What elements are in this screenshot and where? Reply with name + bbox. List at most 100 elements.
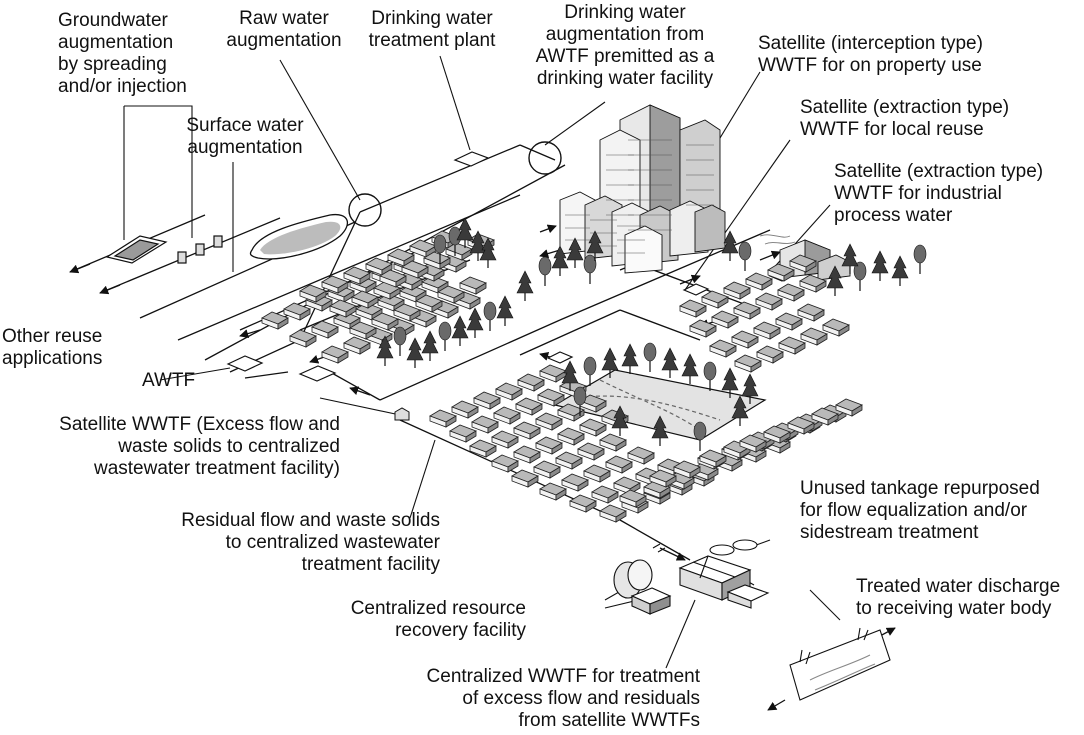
house-icon [778, 336, 806, 355]
house-icon [459, 276, 487, 295]
house-icon [429, 409, 457, 428]
label-groundwater-augmentation: Groundwater augmentation by spreading an… [58, 10, 187, 97]
house-icon [599, 433, 627, 452]
label-satellite-extraction-industrial: Satellite (extraction type) WWTF for ind… [834, 161, 1044, 226]
house-icon [555, 451, 583, 470]
tree-icon [393, 326, 407, 357]
house-icon [469, 439, 497, 458]
tree-icon [643, 342, 657, 373]
reservoir [249, 213, 349, 260]
tree-icon [483, 301, 497, 332]
tree-icon [496, 295, 514, 327]
house-icon [755, 292, 783, 311]
house-icon [473, 391, 501, 410]
house-icon [711, 310, 739, 329]
tree-icon [703, 361, 717, 392]
tree-icon [738, 241, 752, 272]
label-satellite-extraction-local: Satellite (extraction type) WWTF for loc… [800, 97, 1010, 140]
park-area [553, 369, 767, 441]
house-icon [723, 281, 751, 300]
house-icon [561, 473, 589, 492]
house-icon [756, 345, 784, 364]
tree-icon [421, 330, 439, 362]
label-treated-water-discharge: Treated water discharge to receiving wat… [856, 576, 1061, 619]
label-centralized-wwtf: Centralized WWTF for treatment of excess… [426, 666, 700, 731]
label-drinking-water-augmentation-awtf: Drinking water augmentation from AWTF pr… [535, 2, 715, 89]
house-icon [679, 299, 707, 318]
house-icon [449, 424, 477, 443]
tree-icon [891, 255, 909, 287]
tree-icon [583, 254, 597, 285]
house-icon [533, 460, 561, 479]
house-icon [493, 406, 521, 425]
tree-icon [693, 421, 707, 452]
house-icon [343, 336, 371, 355]
tree-icon [621, 343, 639, 375]
label-surface-water-augmentation: Surface water augmentation [186, 115, 304, 158]
highlight-circles [348, 141, 562, 227]
house-icon [777, 283, 805, 302]
label-centralized-resource-recovery: Centralized resource recovery facility [350, 598, 526, 641]
label-drinking-water-plant: Drinking water treatment plant [368, 8, 496, 51]
house-icon [583, 464, 611, 483]
house-icon [513, 421, 541, 440]
house-icon [745, 272, 773, 291]
house-icon [321, 345, 349, 364]
tree-icon [466, 307, 484, 339]
house-icon [491, 430, 519, 449]
receiving-water-body [789, 627, 891, 701]
label-unused-tankage: Unused tankage repurposed for flow equal… [800, 478, 1040, 543]
house-icon [579, 418, 607, 437]
house-icon [800, 327, 828, 346]
label-residual-flow: Residual flow and waste solids to centra… [181, 510, 440, 575]
tree-icon [538, 256, 552, 287]
house-icon [775, 312, 803, 331]
house-icon [577, 442, 605, 461]
house-icon [535, 436, 563, 455]
house-icon [822, 318, 850, 337]
house-icon [471, 415, 499, 434]
house-icon [733, 301, 761, 320]
house-icon [599, 504, 627, 523]
tree-icon [406, 337, 424, 369]
house-icon [605, 455, 633, 474]
house-icon [451, 400, 479, 419]
house-icon [491, 454, 519, 473]
house-icon [701, 290, 729, 309]
house-icon [535, 412, 563, 431]
city-buildings [559, 104, 726, 274]
tree-icon [438, 321, 452, 352]
house-icon [797, 303, 825, 322]
house-icon [731, 330, 759, 349]
tree-icon [871, 250, 889, 282]
house-icon [329, 299, 357, 318]
house-icon [734, 354, 762, 373]
tree-icon [681, 353, 699, 385]
tree-icon [451, 315, 469, 347]
tree-icon [913, 244, 927, 275]
label-raw-water-augmentation: Raw water augmentation [226, 8, 342, 51]
satellite-wwtf-unit [394, 407, 410, 421]
centralized-facility [613, 539, 770, 615]
label-satellite-wwtf: Satellite WWTF (Excess flow and waste so… [59, 414, 340, 479]
house-icon [513, 445, 541, 464]
house-rows [261, 230, 863, 523]
tree-icon [853, 261, 867, 292]
house-icon [289, 329, 317, 348]
house-icon [591, 485, 619, 504]
tree-icon [516, 270, 534, 302]
tree-icon [661, 347, 679, 379]
house-icon [515, 397, 543, 416]
house-icon [517, 373, 545, 392]
house-icon [557, 427, 585, 446]
house-icon [351, 290, 379, 309]
label-satellite-interception: Satellite (interception type) WWTF for o… [758, 33, 983, 76]
house-icon [539, 364, 567, 383]
house-icon [569, 494, 597, 513]
label-awtf: AWTF [142, 370, 196, 391]
spreading-basin [105, 235, 223, 264]
label-other-reuse-applications: Other reuse applications [2, 326, 103, 369]
house-icon [709, 339, 737, 358]
